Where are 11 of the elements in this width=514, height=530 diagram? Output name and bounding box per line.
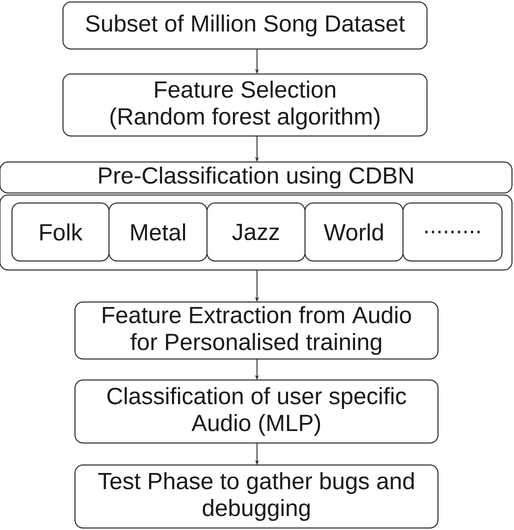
category-box: ......... xyxy=(402,202,502,262)
category-box: Folk xyxy=(12,202,110,262)
process-box: Classification of user specific Audio (MLP) xyxy=(74,380,438,444)
header-band: Pre-Classification using CDBN xyxy=(0,162,512,194)
process-box: Feature Extraction from Audio for Personalised training xyxy=(74,302,438,360)
process-box: Test Phase to gather bugs and debugging xyxy=(74,464,438,528)
process-box: Subset of Million Song Dataset xyxy=(62,2,428,50)
category-box: World xyxy=(304,202,404,262)
category-box: Metal xyxy=(108,202,208,262)
process-box: Feature Selection (Random forest algorithm) xyxy=(62,74,428,136)
category-box: Jazz xyxy=(206,202,306,262)
